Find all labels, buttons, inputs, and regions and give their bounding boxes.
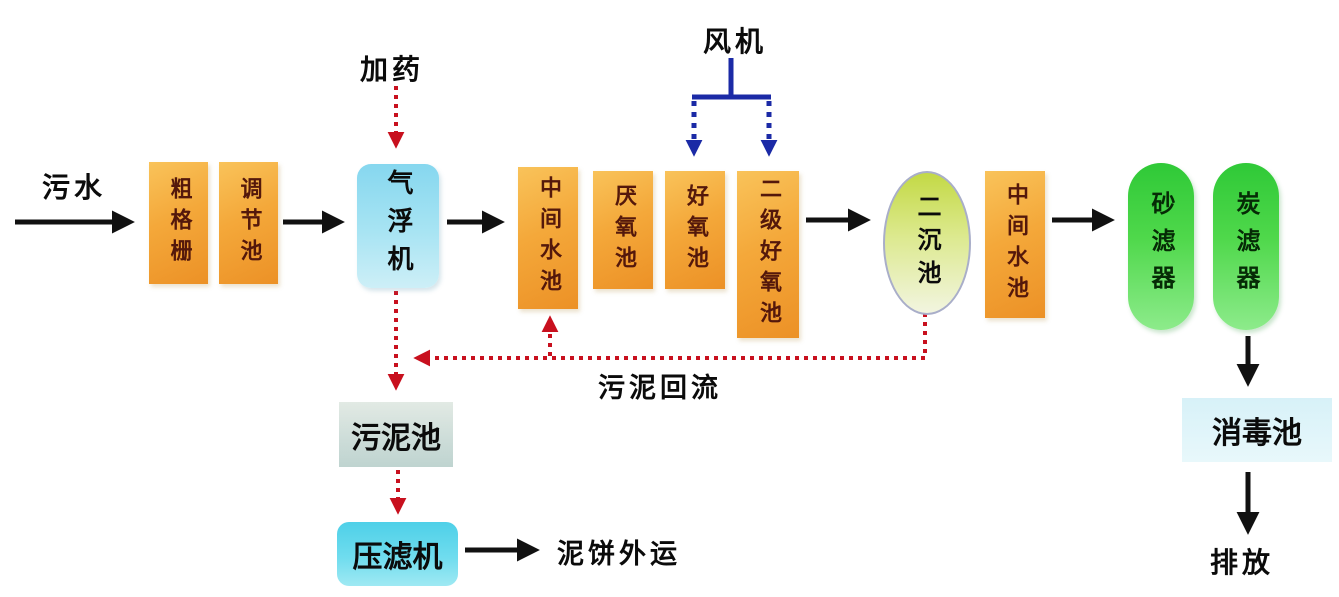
node-aerobic-tank: 好氧池: [665, 171, 725, 289]
node-secondary-aerobic-tank: 二级好氧池: [737, 171, 799, 338]
node-carbon-filter: 炭滤器: [1213, 163, 1279, 330]
secondary-aerobic-tank-label: 二级好氧池: [756, 177, 781, 332]
disinfection-tank-label: 消毒池: [1212, 416, 1302, 451]
cake-transport-label: 泥饼外运: [557, 539, 681, 570]
intermediate-tank-2-label: 中间水池: [1003, 182, 1028, 307]
node-air-flotation-machine: 气浮机: [357, 164, 439, 288]
node-intermediate-tank-2: 中间水池: [985, 171, 1045, 318]
intermediate-tank-1-label: 中间水池: [536, 176, 561, 300]
node-regulating-tank: 调节池: [219, 162, 278, 284]
node-anaerobic-tank: 厌氧池: [593, 171, 653, 289]
carbon-filter-label: 炭滤器: [1232, 191, 1260, 302]
sludge-tank-label: 污泥池: [351, 420, 441, 456]
discharge-label: 排放: [1210, 546, 1275, 579]
air-flotation-label: 气浮机: [383, 169, 413, 283]
dosing-label: 加药: [360, 53, 425, 86]
regulating-tank-label: 调节池: [236, 176, 262, 270]
node-sludge-tank: 污泥池: [339, 402, 453, 467]
node-secondary-sedimentation-tank: 二沉池: [883, 171, 971, 315]
filter-press-label: 压滤机: [352, 540, 443, 575]
node-coarse-screen: 粗格栅: [149, 162, 208, 284]
sludge-return-label: 污泥回流: [598, 373, 722, 404]
influent-label: 污水: [42, 171, 107, 204]
aerobic-tank-label: 好氧池: [683, 183, 708, 277]
blower-label: 风机: [703, 25, 768, 58]
sludge-return-line: [413, 313, 927, 367]
node-intermediate-tank-1: 中间水池: [518, 167, 578, 309]
coarse-screen-label: 粗格栅: [166, 176, 192, 270]
node-filter-press: 压滤机: [337, 522, 458, 586]
node-sand-filter: 砂滤器: [1128, 163, 1194, 330]
secondary-sedimentation-label: 二沉池: [913, 193, 941, 293]
sand-filter-label: 砂滤器: [1147, 191, 1175, 302]
anaerobic-tank-label: 厌氧池: [611, 183, 636, 277]
node-disinfection-tank: 消毒池: [1182, 398, 1332, 462]
